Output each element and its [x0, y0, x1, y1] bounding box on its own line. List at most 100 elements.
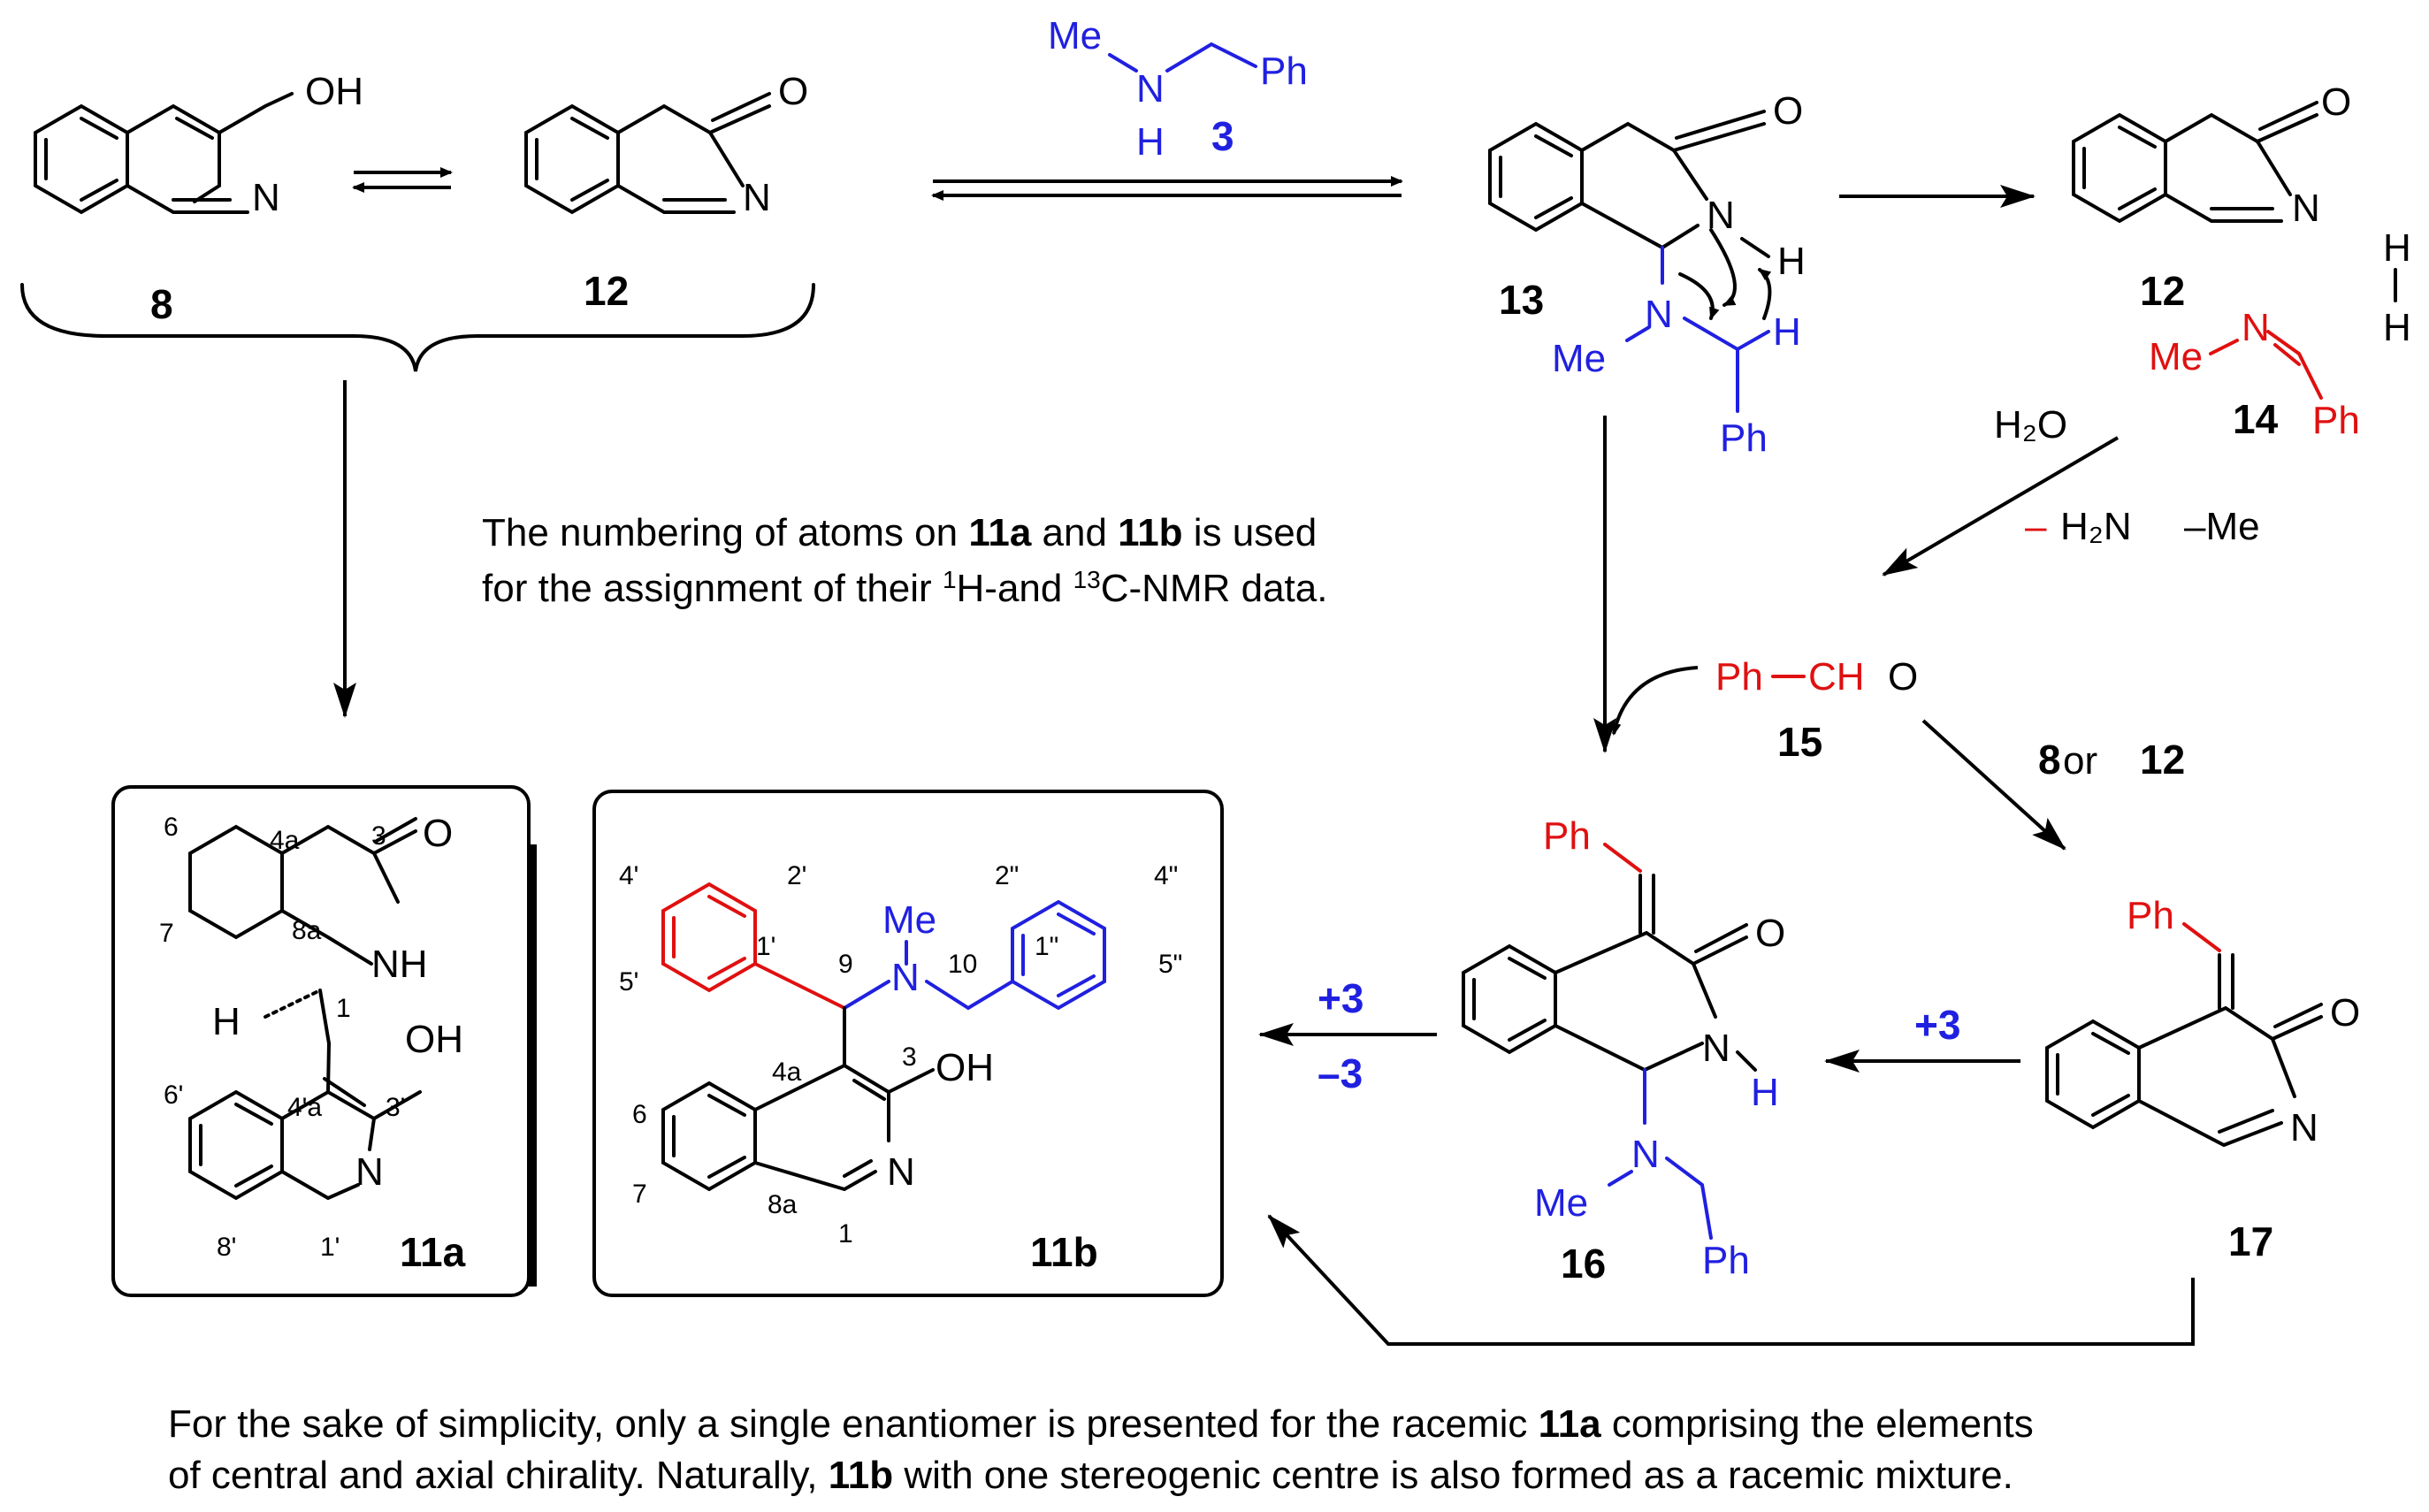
me-label: Me: [1534, 1181, 1588, 1225]
compound-15: Ph CH O 15: [1715, 655, 1918, 765]
pos-1: 1: [336, 994, 351, 1023]
pos-5pp: 5": [1158, 950, 1182, 979]
h-label: H: [1136, 120, 1165, 164]
cho-label: CH: [1808, 655, 1865, 699]
arrow-15-to-16-curved: [1610, 666, 1699, 736]
pos-10: 10: [948, 950, 977, 979]
pos-7: 7: [632, 1180, 647, 1209]
h-label: H: [1751, 1071, 1779, 1114]
compound-label-15: 15: [1777, 719, 1822, 765]
compound-label-12: 12: [584, 268, 629, 314]
compound-label-8: 8: [150, 281, 173, 327]
compound-13: O N H N Me H Ph 13: [1488, 89, 1806, 460]
pos-4a: 4a: [270, 826, 300, 855]
pos-1p: 1': [320, 1233, 340, 1262]
pos-2pp: 2": [995, 861, 1019, 890]
h2-label: H: [2383, 306, 2411, 349]
compound-label-11b: 11b: [1030, 1229, 1098, 1275]
ph-label: Ph: [2127, 894, 2174, 937]
compound-14: Me N Ph 14: [2149, 306, 2360, 442]
pos-3: 3: [902, 1042, 917, 1072]
o-label: O: [2330, 991, 2360, 1035]
me-text: –Me: [2184, 505, 2260, 548]
compound-16: Ph O N H N Me Ph 16: [1462, 814, 1785, 1287]
n-label: N: [2292, 187, 2320, 230]
pos-8a: 8a: [768, 1190, 798, 1219]
pos-4p: 4': [619, 861, 638, 890]
o-label: O: [2321, 80, 2351, 124]
ph-label: Ph: [1715, 655, 1763, 699]
ph-label: Ph: [1260, 50, 1308, 93]
compound-12-top: O N 12: [524, 70, 808, 314]
pos-9: 9: [838, 950, 853, 979]
n2-label: N: [1645, 293, 1673, 336]
oh-label: OH: [936, 1046, 994, 1089]
pos-6: 6: [632, 1100, 647, 1129]
equilibrium-arrow-8-12: [352, 167, 453, 193]
arrow-15-to-17: [1921, 719, 2066, 851]
arrow-14-to-15: [1882, 436, 2120, 577]
reagent-12: 12: [2140, 737, 2185, 783]
ph-label: Ph: [1543, 814, 1591, 858]
plus-3-label-b: +3: [1914, 1002, 1960, 1048]
pos-4pa: 4'a: [287, 1093, 322, 1122]
numbering-note-line1: The numbering of atoms on 11a and 11b is…: [482, 511, 1317, 554]
compound-label-13: 13: [1499, 277, 1544, 323]
compound-17: Ph O N 17: [2045, 894, 2360, 1264]
footer-note-line1: For the sake of simplicity, only a singl…: [168, 1402, 2034, 1446]
pos-3: 3: [371, 821, 386, 851]
h2o-label: H₂O: [1994, 403, 2067, 447]
n-label: N: [355, 1150, 384, 1194]
compound-12-right: O N H H 12: [2072, 80, 2411, 349]
pos-3p: 3': [386, 1093, 405, 1122]
n-label: N: [2290, 1106, 2318, 1149]
reagent-8-or-12: 8 or 12: [2038, 737, 2185, 783]
h2n-text: H₂N: [2060, 505, 2132, 548]
pos-1p: 1': [756, 932, 775, 961]
o-label: O: [778, 70, 808, 113]
n-label: N: [2242, 306, 2270, 349]
plus-3-label-a: +3: [1318, 975, 1363, 1021]
footer-note-line2: of central and axial chirality. Naturall…: [168, 1454, 2013, 1497]
compound-label-17: 17: [2228, 1218, 2273, 1264]
pos-1: 1: [838, 1219, 853, 1249]
oh-label: OH: [405, 1018, 463, 1061]
pos-4a: 4a: [772, 1058, 802, 1087]
pos-7: 7: [159, 919, 174, 948]
numbering-note-line2: for the assignment of their 1H-and 13C-N…: [482, 566, 1327, 611]
n2-label: N: [1631, 1133, 1660, 1176]
minus-3-label: –3: [1318, 1050, 1363, 1096]
pos-8p: 8': [217, 1233, 236, 1262]
reagent-8: 8: [2038, 737, 2061, 783]
n-label: N: [891, 956, 920, 999]
h-label: H: [1777, 240, 1806, 283]
o-label: O: [1773, 89, 1803, 133]
compound-label-12b: 12: [2140, 268, 2185, 314]
minus-sign: –: [2025, 505, 2047, 548]
h-label: H: [212, 1000, 241, 1043]
pos-8a: 8a: [292, 916, 322, 945]
o-label: O: [423, 812, 453, 855]
compound-8: OH N 8: [34, 70, 363, 327]
pos-4pp: 4": [1154, 861, 1178, 890]
compound-label-3: 3: [1211, 113, 1234, 159]
byproduct-methylamine: – H₂N –Me: [2025, 505, 2260, 548]
n-label: N: [252, 176, 280, 219]
pos-2p: 2': [787, 861, 806, 890]
compound-label-14: 14: [2233, 396, 2279, 442]
o-label: O: [1888, 655, 1918, 699]
pos-5p: 5': [619, 967, 638, 997]
arrow-17-to-11b: [1267, 1214, 2195, 1346]
brace-8-12: [20, 283, 815, 372]
pos-6: 6: [164, 813, 179, 842]
equilibrium-arrow-12-13: [931, 176, 1403, 201]
ph2-label: Ph: [1702, 1239, 1750, 1282]
n-label: N: [1136, 67, 1165, 111]
ph-label: Ph: [1720, 416, 1768, 460]
o-label: O: [1755, 912, 1785, 955]
reagent-or: or: [2063, 739, 2097, 783]
compound-label-11a: 11a: [400, 1229, 466, 1275]
n-label: N: [743, 176, 771, 219]
amine-3: Me N H Ph 3: [1048, 14, 1308, 164]
